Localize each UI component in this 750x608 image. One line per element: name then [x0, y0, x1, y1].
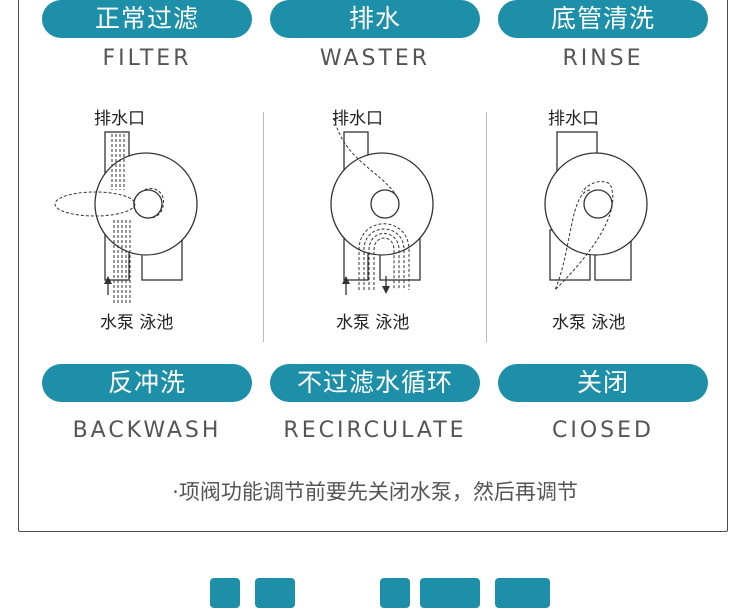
cropped-title-glyph	[420, 578, 480, 608]
valve-waster-svg	[330, 117, 434, 295]
mode-en-filter: FILTER	[102, 46, 192, 71]
mode-pill-closed: 关闭	[498, 364, 708, 402]
valve-filter-svg	[54, 131, 198, 305]
mode-pill-filter: 正常过滤	[42, 0, 252, 38]
drain-label: 排水口	[94, 109, 145, 129]
pump-pool-label: 水泵 泳池	[552, 313, 626, 333]
cropped-title-glyph	[210, 578, 240, 608]
drain-label: 排水口	[548, 109, 599, 129]
diagram-rinse: 排水口 水泵 泳池	[500, 100, 690, 340]
mode-pill-rinse: 底管清洗	[498, 0, 708, 38]
mode-en-closed: CIOSED	[552, 418, 654, 443]
mode-pill-backwash: 反冲洗	[42, 364, 252, 402]
drain-label: 排水口	[332, 109, 383, 129]
mode-pill-waster: 排水	[270, 0, 480, 38]
adjust-note: ·项阀功能调节前要先关闭水泵，然后再调节	[172, 480, 578, 504]
mode-en-backwash: BACKWASH	[72, 418, 222, 443]
cropped-title-glyph	[495, 578, 550, 608]
diagram-waster: 排水口 水泵 泳池	[284, 100, 474, 340]
cropped-title-glyph	[255, 578, 295, 608]
mode-en-recirculate: RECIRCULATE	[283, 418, 467, 443]
mode-en-rinse: RINSE	[562, 46, 644, 71]
cropped-title-glyph	[380, 578, 410, 608]
divider	[263, 112, 264, 342]
divider	[486, 112, 487, 342]
mode-pill-recirculate: 不过滤水循环	[270, 364, 480, 402]
valve-modes-panel	[18, 0, 728, 532]
diagram-filter: 排水口 水泵 泳池	[50, 100, 240, 340]
pump-pool-label: 水泵 泳池	[100, 313, 174, 333]
valve-rinse-svg	[544, 131, 648, 291]
mode-en-waster: WASTER	[319, 46, 431, 71]
pump-pool-label: 水泵 泳池	[336, 313, 410, 333]
